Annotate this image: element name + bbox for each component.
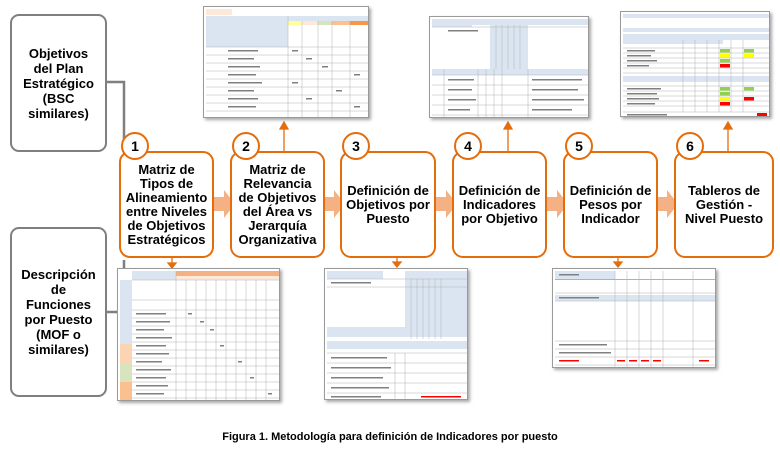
step-3-number: 3 [342,132,370,160]
step-4-number: 4 [454,132,482,160]
step-2-number: 2 [232,132,260,160]
step-1-label: Matriz de Tipos de Alineamiento entre Ni… [125,161,208,247]
step-2-box: Matriz de Relevancia de Objetivos del Ár… [230,151,325,258]
alignment-matrix-image [118,269,279,400]
step-3-box: Definición de Objetivos por Puesto [340,151,436,258]
step-6-label: Tableros de Gestión - Nivel Puesto [684,182,764,226]
step-6-number: 6 [676,132,704,160]
mof-functions-label: Descripción de Funciones por Puesto (MOF… [21,267,96,357]
step-3-objectives-screenshot [324,268,468,400]
step-4-label: Definición de Indicadores por Objetivo [458,182,541,226]
indicators-form-image [430,17,588,117]
step-4-indicators-screenshot [429,16,589,118]
step-4-box: Definición de Indicadores por Objetivo [452,151,547,258]
bsc-objectives-box: Objetivos del Plan Estratégico (BSC simi… [10,14,107,152]
weights-form-image [553,269,715,367]
step-5-number: 5 [565,132,593,160]
figure-caption: Figura 1. Metodología para definición de… [222,431,558,443]
step-6-dashboard-screenshot [620,11,770,117]
relevance-matrix-image [204,7,368,117]
flow-arrow-2-3 [324,190,345,218]
step-5-weights-screenshot [552,268,716,368]
step-1-box: Matriz de Tipos de Alineamiento entre Ni… [119,151,214,258]
step-1-number: 1 [121,132,149,160]
step-5-box: Definición de Pesos por Indicador [563,151,658,258]
mof-functions-box: Descripción de Funciones por Puesto (MOF… [10,227,107,397]
flow-arrow-1-2 [214,190,235,218]
step-6-box: Tableros de Gestión - Nivel Puesto [674,151,774,258]
step-1-matrix-screenshot [117,268,280,401]
dashboard-image [621,12,769,116]
flow-arrow-3-4 [436,190,457,218]
step-3-label: Definición de Objetivos por Puesto [346,182,430,226]
step-2-label: Matriz de Relevancia de Objetivos del Ár… [238,161,317,247]
flow-arrow-5-6 [657,190,678,218]
bsc-objectives-label: Objetivos del Plan Estratégico (BSC simi… [23,45,94,121]
step-5-label: Definición de Pesos por Indicador [569,182,652,226]
step-2-matrix-screenshot [203,6,369,118]
objectives-form-image [325,269,467,399]
bsc-connector-line [107,80,126,149]
flow-arrow-4-5 [547,190,568,218]
